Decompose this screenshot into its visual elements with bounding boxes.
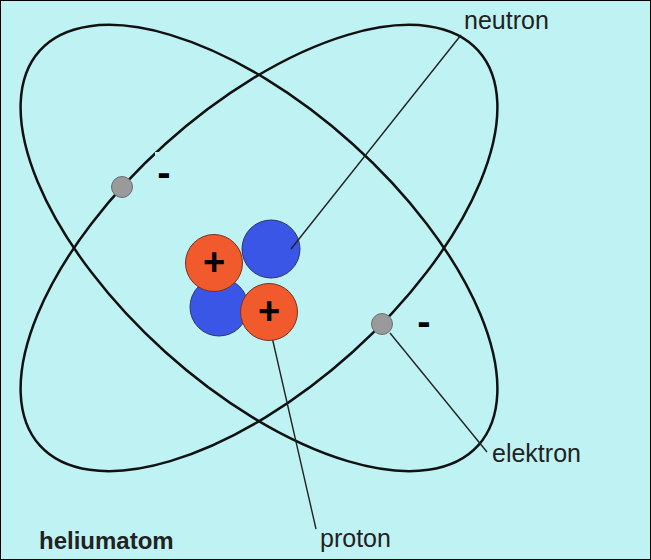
electron-dot bbox=[111, 176, 133, 198]
electron: - bbox=[111, 176, 133, 198]
charge-plus: + bbox=[258, 292, 280, 330]
electron-dot bbox=[112, 177, 133, 198]
proton: + bbox=[185, 234, 243, 292]
electron: - bbox=[371, 313, 393, 335]
electron-dot bbox=[372, 314, 393, 335]
proton: + bbox=[240, 283, 298, 341]
charge-plus: + bbox=[203, 243, 225, 281]
proton-circle bbox=[241, 284, 298, 341]
orbit bbox=[1, 1, 572, 549]
leader-line bbox=[390, 333, 487, 452]
leader-line bbox=[291, 35, 461, 249]
part-label: proton bbox=[319, 524, 392, 553]
orbit bbox=[1, 1, 572, 549]
electron-dot bbox=[371, 313, 393, 335]
proton-circle bbox=[186, 235, 243, 292]
part-label: neutron bbox=[463, 6, 550, 35]
leader-line bbox=[272, 337, 316, 529]
part-label: elektron bbox=[491, 439, 582, 468]
charge-minus: - bbox=[155, 152, 172, 192]
charge-minus: - bbox=[415, 301, 432, 341]
diagram-title: heliumatom bbox=[39, 527, 174, 555]
